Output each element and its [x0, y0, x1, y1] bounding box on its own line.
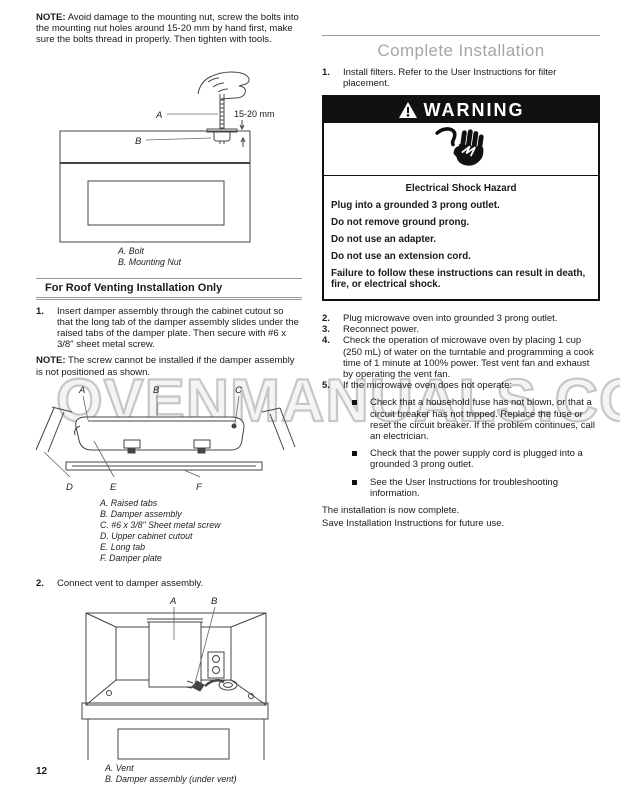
caption-line: E. Long tab — [100, 541, 145, 552]
warning-line: Plug into a grounded 3 prong outlet. — [331, 199, 500, 211]
step-item: 4. Check the operation of microwave oven… — [322, 335, 594, 380]
fig2-label-e: E — [110, 482, 117, 493]
right-column: Complete Installation 1. Install filters… — [322, 35, 600, 529]
bullet-square-icon — [352, 400, 357, 406]
caption-line: F. Damper plate — [100, 552, 162, 563]
installation-complete-text: The installation is now complete. — [322, 504, 460, 516]
caption-line: D. Upper cabinet cutout — [100, 530, 193, 541]
warning-line: Do not use an adapter. — [331, 233, 437, 245]
fig1-label-a: A — [155, 110, 162, 121]
warning-icon-area — [324, 123, 598, 177]
completion-steps-list: 2. Plug microwave oven into grounded 3 p… — [322, 313, 600, 529]
caption-line: A. Bolt — [118, 245, 144, 256]
step-item: 3. Reconnect power. — [322, 324, 420, 336]
electrical-shock-hand-icon — [435, 127, 484, 167]
left-column: NOTE: Avoid damage to the mounting nut, … — [36, 0, 302, 785]
warning-triangle-icon — [398, 102, 417, 119]
warning-line: Do not remove ground prong. — [331, 216, 470, 228]
bullet-item: Check that the power supply cord is plug… — [352, 448, 600, 470]
roof-venting-section-heading: For Roof Venting Installation Only — [36, 277, 302, 300]
caption-line: C. #6 x 3/8" Sheet metal screw — [100, 519, 221, 530]
fig1-label-b: B — [135, 136, 142, 147]
caption-line: B. Mounting Nut — [118, 256, 182, 267]
hazard-title: Electrical Shock Hazard — [405, 183, 517, 195]
bullet-item: See the User Instructions for troublesho… — [352, 477, 600, 499]
install-filters-step: 1. Install filters. Refer to the User In… — [322, 67, 557, 90]
fig2-label-b: B — [153, 385, 160, 396]
fig3-label-b: B — [211, 596, 218, 607]
fig2-label-c: C — [235, 385, 242, 396]
caption-line: B. Damper assembly — [100, 508, 182, 519]
bullet-square-icon — [352, 451, 357, 457]
vent-connection-figure: A B — [81, 596, 276, 761]
mounting-nut-note: NOTE: Avoid damage to the mounting nut, … — [36, 12, 299, 46]
warning-line: Failure to follow these instructions can… — [331, 267, 586, 291]
roof-venting-step-2: 2. Connect vent to damper assembly. — [36, 577, 204, 589]
fig3-label-a: A — [169, 596, 176, 607]
troubleshooting-bullets: Check that a household fuse has not blow… — [322, 397, 600, 499]
fig2-label-d: D — [66, 482, 73, 493]
fig2-label-a: A — [78, 385, 85, 396]
step-item: 5. If the microwave oven does not operat… — [322, 380, 512, 392]
caption-line: A. Vent — [105, 763, 134, 774]
roof-venting-step-1: 1. Insert damper assembly through the ca… — [36, 305, 299, 351]
warning-line: Do not use an extension cord. — [331, 250, 471, 262]
warning-text-area: Electrical Shock Hazard Plug into a grou… — [324, 176, 598, 299]
bolt-installation-figure: A B 15-20 mm — [50, 70, 275, 244]
fig3-captions: A. Vent B. Damper assembly (under vent) — [105, 763, 302, 785]
screw-note: NOTE: The screw cannot be installed if t… — [36, 355, 295, 378]
caption-line: A. Raised tabs — [100, 497, 158, 508]
bullet-square-icon — [352, 479, 357, 485]
warning-title: WARNING — [423, 99, 525, 120]
note-label: NOTE: — [36, 12, 66, 23]
damper-assembly-figure: A B C D E F — [24, 385, 299, 493]
save-instructions-text: Save Installation Instructions for futur… — [322, 518, 505, 530]
warning-header: WARNING — [324, 97, 598, 124]
fig1-captions: A. Bolt B. Mounting Nut — [118, 246, 302, 268]
fig2-captions: A. Raised tabs B. Damper assembly C. #6 … — [100, 498, 302, 564]
caption-line: B. Damper assembly (under vent) — [105, 774, 237, 785]
fig1-dimension-label: 15-20 mm — [234, 109, 275, 119]
page-number: 12 — [36, 766, 48, 777]
note-label: NOTE: — [36, 355, 66, 367]
step-item: 2. Plug microwave oven into grounded 3 p… — [322, 312, 558, 324]
bullet-item: Check that a household fuse has not blow… — [352, 397, 600, 442]
complete-installation-heading: Complete Installation — [377, 41, 545, 60]
fig2-label-f: F — [196, 482, 203, 493]
warning-box: WARNING Electrical Shock — [322, 95, 600, 301]
